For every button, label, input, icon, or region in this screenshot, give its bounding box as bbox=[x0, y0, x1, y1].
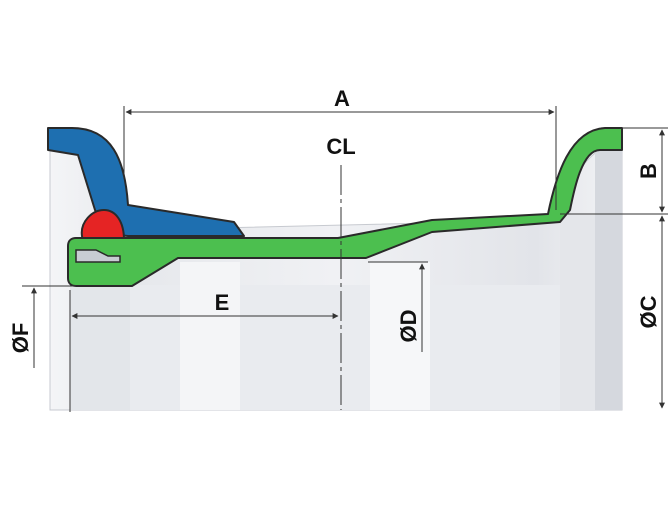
bore-band-mid bbox=[180, 262, 240, 410]
bore-band-right bbox=[370, 262, 430, 410]
label-c: ØC bbox=[636, 295, 661, 328]
dimension-lines bbox=[22, 106, 668, 412]
label-d: ØD bbox=[396, 310, 421, 343]
pipe-body bbox=[49, 139, 623, 411]
label-b: B bbox=[636, 163, 661, 179]
label-a: A bbox=[334, 86, 350, 111]
inner-bore-shade bbox=[70, 285, 622, 410]
socket-rim-edge bbox=[595, 150, 622, 410]
bore-band-left bbox=[70, 285, 130, 410]
label-f: ØF bbox=[8, 323, 33, 354]
label-centerline: CL bbox=[326, 134, 355, 159]
label-e: E bbox=[215, 290, 230, 315]
pipe-wall bbox=[67, 127, 623, 287]
pipe-spigot-end bbox=[75, 249, 121, 263]
